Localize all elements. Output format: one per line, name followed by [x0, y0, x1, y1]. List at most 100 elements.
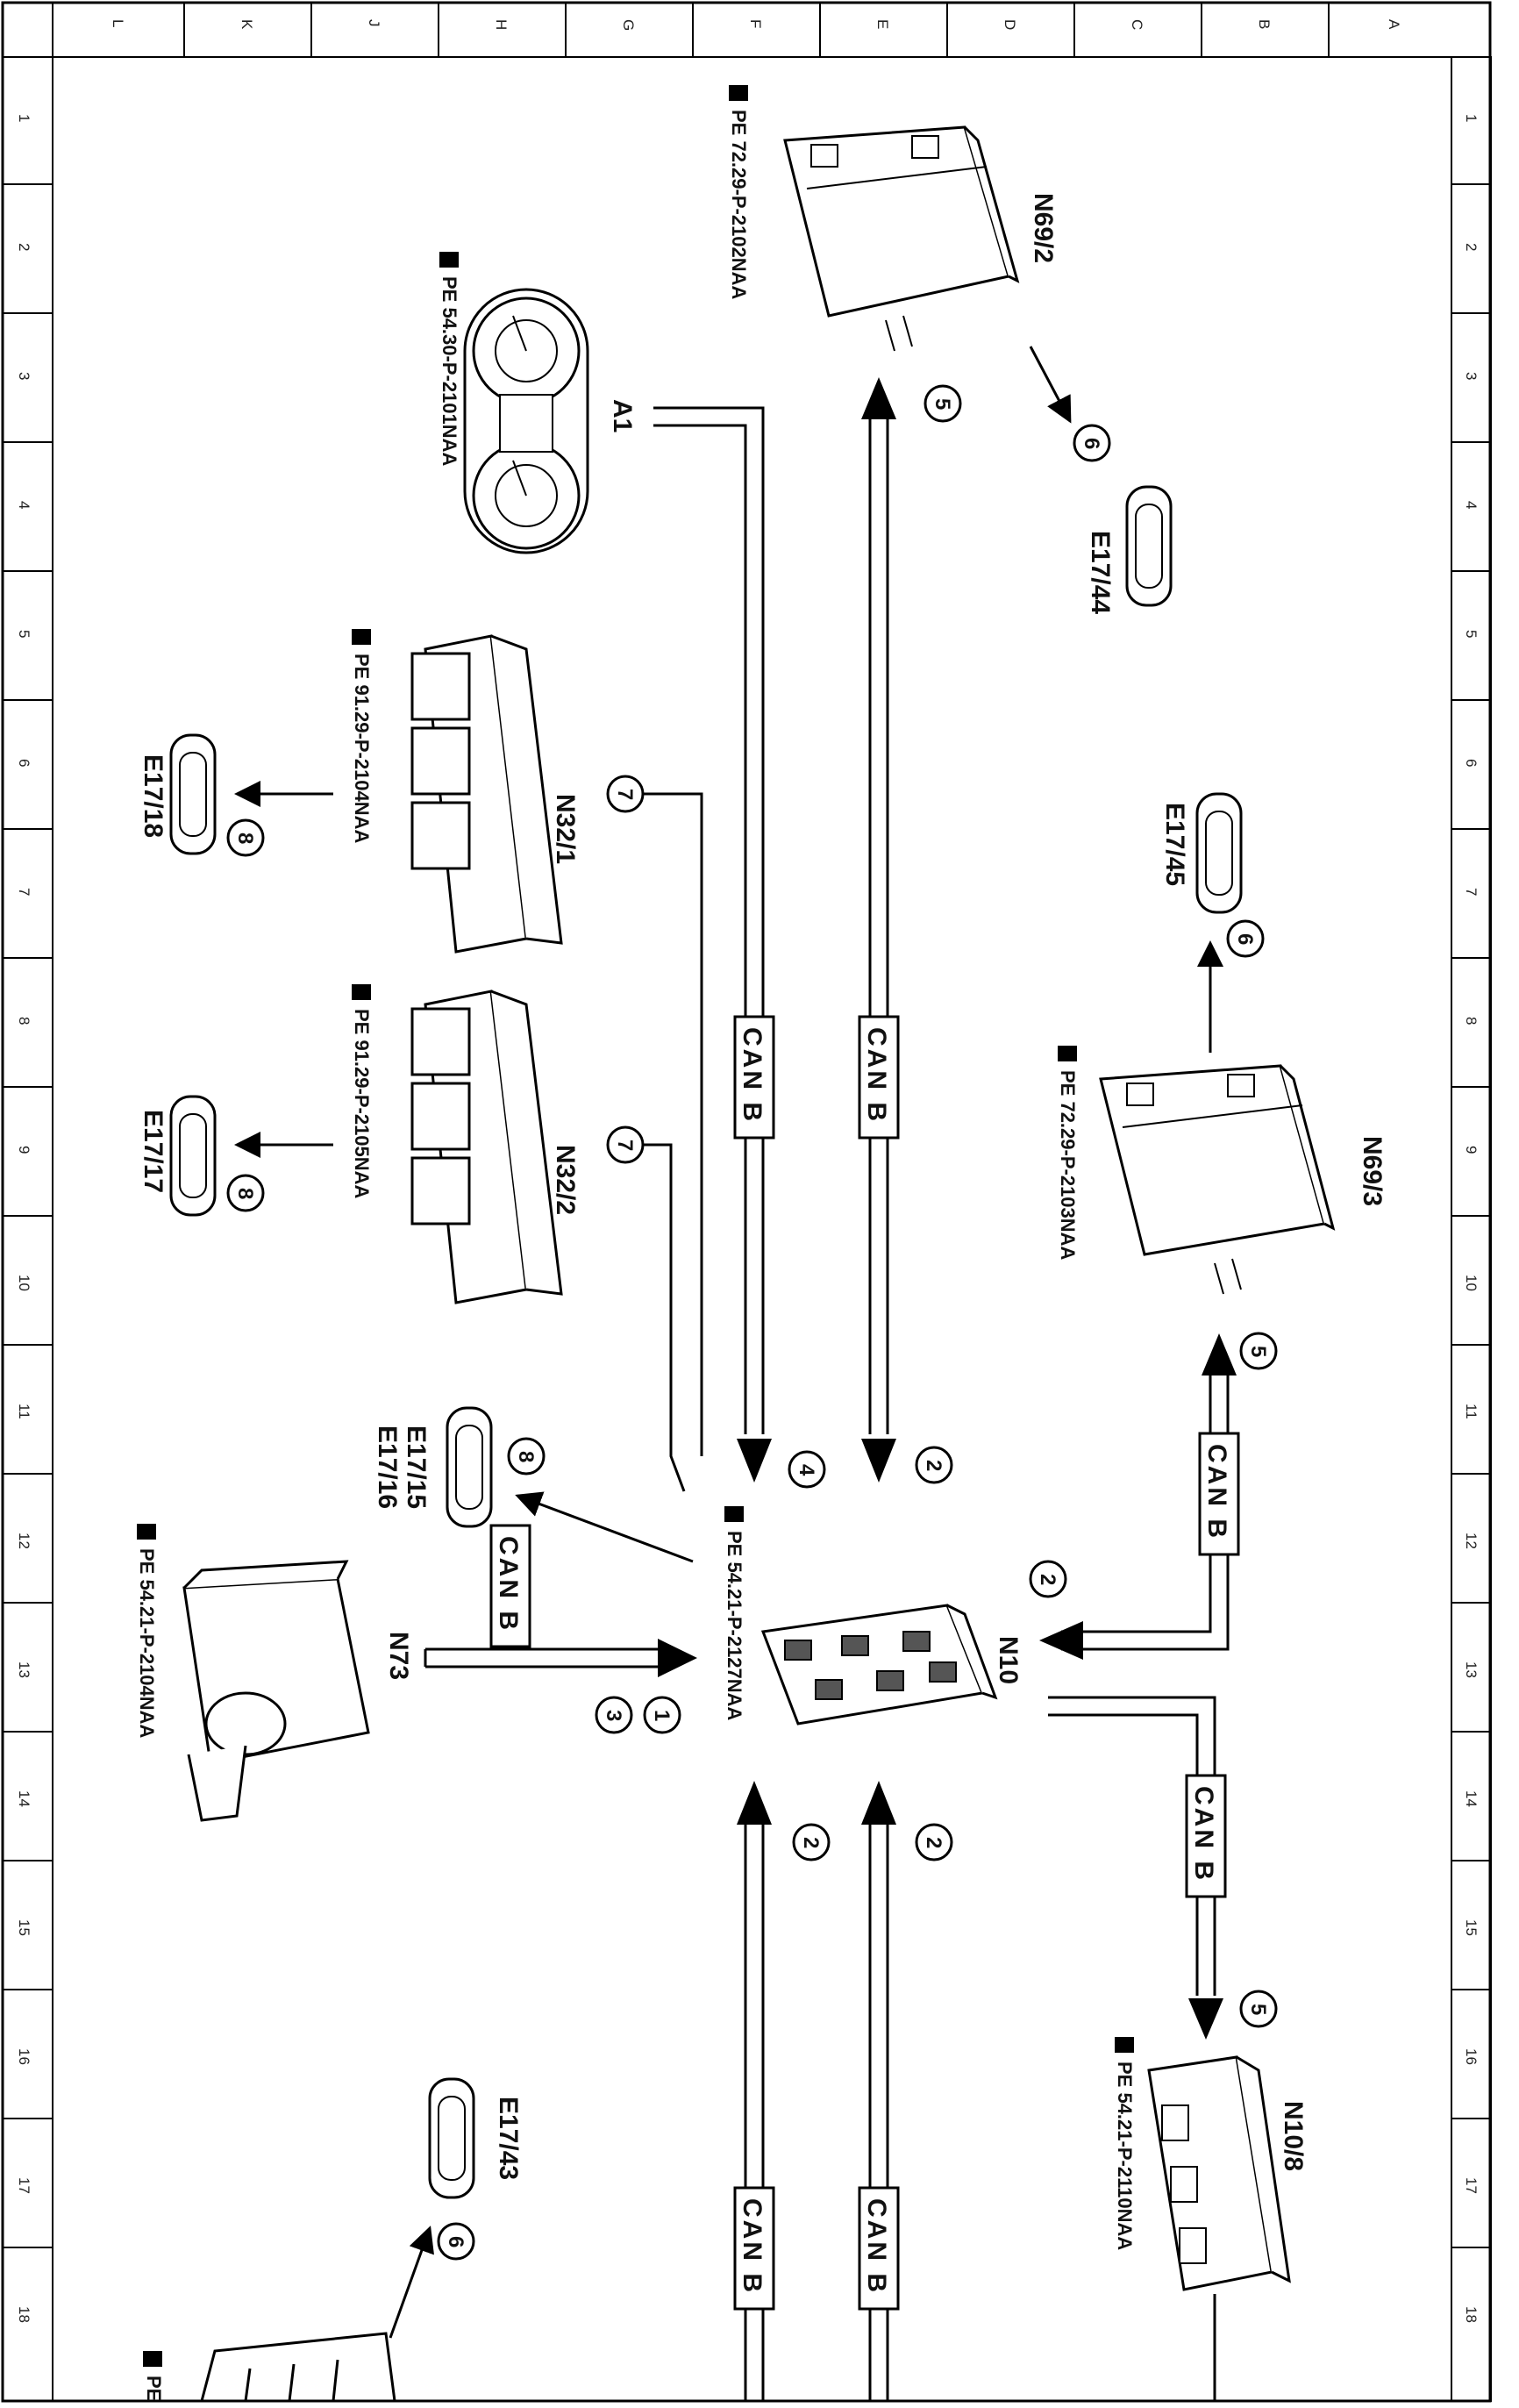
grid-row-label-right-1: 1 — [1463, 114, 1480, 122]
callout-number: 7 — [613, 789, 637, 800]
reference-text: PE 54.21-P-2110NAA — [1114, 2061, 1136, 2250]
grid-column-label-d: D — [1002, 19, 1018, 30]
can-b-label-box — [858, 1015, 900, 1140]
grid-column-label-k: K — [239, 19, 255, 30]
callout-3: 3 — [595, 1696, 633, 1734]
grid-row-label-right-4: 4 — [1463, 501, 1480, 509]
n32-1-reference[interactable]: PE 91.29-P-2104NAA — [351, 629, 373, 844]
callout-number: 2 — [1036, 1574, 1059, 1585]
grid-row-label-right-12: 12 — [1463, 1533, 1480, 1549]
grid-column-label-e: E — [874, 19, 891, 29]
callout-number: 8 — [233, 1188, 257, 1199]
callout-8: 8 — [226, 818, 265, 857]
n69-2-module-icon — [783, 125, 1020, 352]
n32-2-reference[interactable]: PE 91.29-P-2105NAA — [351, 984, 373, 1199]
reference-text: PE 54.30-P-2101NAA — [439, 276, 460, 467]
bus-arrowheads — [658, 377, 1237, 2040]
callout-5: 5 — [924, 384, 962, 423]
callout-number: 5 — [1246, 2004, 1270, 2015]
callout-number: 2 — [922, 1460, 945, 1471]
grid-row-label-right-13: 13 — [1463, 1661, 1480, 1678]
grid-row-label-left-12: 12 — [16, 1533, 32, 1549]
grid-row-label-left-6: 6 — [16, 759, 32, 767]
callout-5: 5 — [1239, 1332, 1278, 1370]
n69-3-name: N69/3 — [1358, 1136, 1387, 1206]
callout-8: 8 — [507, 1437, 546, 1476]
grid-column-label-g: G — [620, 19, 637, 31]
grid-row-label-right-10: 10 — [1463, 1275, 1480, 1291]
n3-reference[interactable]: PE 54.21-P-2104NAA — [136, 1524, 158, 1739]
a1-reference[interactable]: PE 54.30-P-2101NAA — [439, 252, 460, 467]
callout-7: 7 — [606, 775, 645, 813]
grid-row-label-left-17: 17 — [16, 2177, 32, 2194]
reference-text: PE 54.21-P-2104NAA — [136, 1548, 158, 1739]
grid-row-label-right-11: 11 — [1463, 1404, 1480, 1419]
partial-component-icon — [200, 2332, 396, 2402]
n10-8-reference[interactable]: PE 54.21-P-2110NAA — [1114, 2037, 1136, 2250]
callout-number: 4 — [795, 1464, 818, 1476]
callout-4: 4 — [788, 1450, 826, 1489]
reference-text: PE 91.29-P-2104NAA — [351, 654, 373, 844]
can-b-label-box — [489, 1524, 531, 1648]
grid-row-label-left-13: 13 — [16, 1661, 32, 1678]
grid-row-label-left-3: 3 — [16, 372, 32, 380]
grid-row-label-left-10: 10 — [16, 1275, 32, 1291]
grid-row-label-left-7: 7 — [16, 888, 32, 896]
e17-45-lamp-icon — [1195, 792, 1243, 914]
e17-43-lamp-icon — [428, 2077, 475, 2199]
grid-row-label-right-3: 3 — [1463, 372, 1480, 380]
can-b-label: CAN B — [1202, 1444, 1231, 1540]
signal-lines — [234, 346, 1223, 2401]
callout-number: 2 — [922, 1837, 945, 1848]
callout-number: 8 — [233, 832, 257, 844]
grid-row-label-left-8: 8 — [16, 1017, 32, 1025]
e17-17-name: E17/17 — [139, 1110, 168, 1193]
can-b-label: CAN B — [862, 1027, 891, 1124]
n73-ignition-switch-icon — [182, 1560, 370, 1822]
n32-2-name: N32/2 — [551, 1145, 580, 1215]
grid-row-label-right-2: 2 — [1463, 243, 1480, 251]
grid-column-label-c: C — [1129, 19, 1145, 30]
partial-reference: PE — [143, 2351, 165, 2401]
grid-row-label-right-5: 5 — [1463, 630, 1480, 638]
grid-row-label-right-15: 15 — [1463, 1919, 1480, 1936]
e17-43-name: E17/43 — [494, 2097, 523, 2180]
n32-2-module-icon — [410, 990, 563, 1304]
n3-name: N73 — [384, 1632, 413, 1680]
grid-row-label-left-1: 1 — [16, 114, 32, 122]
grid-row-label-left-9: 9 — [16, 1146, 32, 1154]
grid-row-label-left-4: 4 — [16, 501, 32, 509]
n10-8-module-icon — [1147, 2055, 1291, 2291]
e17-15-name: E17/15 — [402, 1426, 431, 1509]
callout-number: 5 — [931, 398, 954, 410]
grid-row-label-left-2: 2 — [16, 243, 32, 251]
can-b-label: CAN B — [738, 1027, 767, 1124]
grid-column-label-h: H — [493, 19, 510, 30]
reference-text: PE 91.29-P-2105NAA — [351, 1009, 373, 1199]
can-b-label-box — [1185, 1774, 1227, 1898]
callout-number: 7 — [613, 1140, 637, 1151]
callout-number: 5 — [1246, 1346, 1270, 1357]
n10-reference[interactable]: PE 54.21-P-2127NAA — [724, 1506, 745, 1721]
n10-name: N10 — [994, 1636, 1023, 1684]
grid-row-label-right-8: 8 — [1463, 1017, 1480, 1025]
callout-number: 8 — [514, 1451, 538, 1462]
e17-45-name: E17/45 — [1160, 803, 1189, 886]
callout-6: 6 — [437, 2222, 475, 2261]
grid-row-label-right-17: 17 — [1463, 2177, 1480, 2194]
callout-6: 6 — [1073, 424, 1111, 462]
callout-number: 6 — [444, 2236, 467, 2247]
grid-row-label-right-9: 9 — [1463, 1146, 1480, 1154]
callout-2: 2 — [915, 1446, 953, 1484]
e17-18-lamp-icon — [169, 733, 217, 855]
n69-2-reference[interactable]: PE 72.29-P-2102NAA — [728, 85, 750, 300]
can-b-label-box — [733, 1015, 775, 1140]
reference-text: PE 54.21-P-2127NAA — [724, 1531, 745, 1721]
n69-3-reference[interactable]: PE 72.29-P-2103NAA — [1057, 1046, 1079, 1261]
